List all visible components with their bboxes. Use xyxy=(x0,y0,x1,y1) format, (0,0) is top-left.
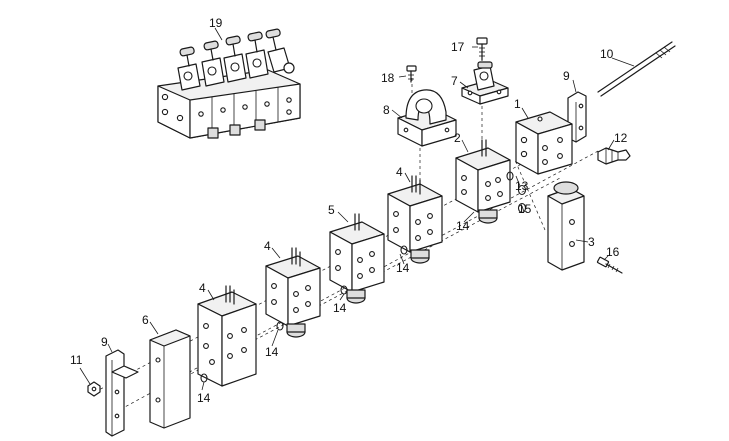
part-6-plate xyxy=(149,329,191,429)
label-4-middle: 4 xyxy=(264,239,271,253)
label-6: 6 xyxy=(142,313,149,327)
part-12-fitting xyxy=(597,147,631,165)
label-14-b: 14 xyxy=(396,261,410,275)
part-18-screw xyxy=(406,65,417,83)
label-19: 19 xyxy=(209,16,223,30)
part-11-nut xyxy=(87,381,101,397)
label-5: 5 xyxy=(328,203,335,217)
part-17-bolt xyxy=(476,37,488,61)
label-7: 7 xyxy=(451,74,458,88)
label-12: 12 xyxy=(614,131,628,145)
part-3-cylinder xyxy=(547,181,585,271)
part-8-bearing-block xyxy=(397,89,457,147)
label-15: 15 xyxy=(518,202,532,216)
label-9-left: 9 xyxy=(101,335,108,349)
o-rings-13-15 xyxy=(506,171,527,214)
part-2-valve-section xyxy=(455,139,511,224)
label-9-right: 9 xyxy=(563,69,570,83)
label-8: 8 xyxy=(383,103,390,117)
label-18: 18 xyxy=(381,71,395,85)
part-9-angle-bracket-left xyxy=(105,349,139,437)
label-1: 1 xyxy=(514,97,521,111)
label-17: 17 xyxy=(451,40,465,54)
label-14-d: 14 xyxy=(265,345,279,359)
label-14-a: 14 xyxy=(456,219,470,233)
label-13: 13 xyxy=(515,179,529,193)
part-5-valve-section xyxy=(329,213,385,304)
part-4-valve-section-upper xyxy=(387,175,443,264)
label-10: 10 xyxy=(600,47,614,61)
label-3: 3 xyxy=(588,235,595,249)
part-16-long-screw xyxy=(596,256,623,274)
leader-lines xyxy=(79,27,635,391)
part-1-end-block xyxy=(515,111,573,175)
part-19-assembled-bank xyxy=(157,28,301,139)
part-7-lever-bracket xyxy=(461,61,509,105)
label-4-lower: 4 xyxy=(199,281,206,295)
part-4-valve-section-lower xyxy=(197,285,257,387)
label-11: 11 xyxy=(70,353,83,367)
part-10-rod xyxy=(597,41,676,97)
label-14-e: 14 xyxy=(197,391,211,405)
part-number-labels: 19 17 10 18 7 9 8 1 12 2 4 13 15 14 5 3 … xyxy=(70,16,628,405)
label-16: 16 xyxy=(606,245,620,259)
label-4-upper: 4 xyxy=(396,165,403,179)
part-4-valve-section-middle xyxy=(265,247,321,338)
label-2: 2 xyxy=(454,131,461,145)
label-14-c: 14 xyxy=(333,301,347,315)
